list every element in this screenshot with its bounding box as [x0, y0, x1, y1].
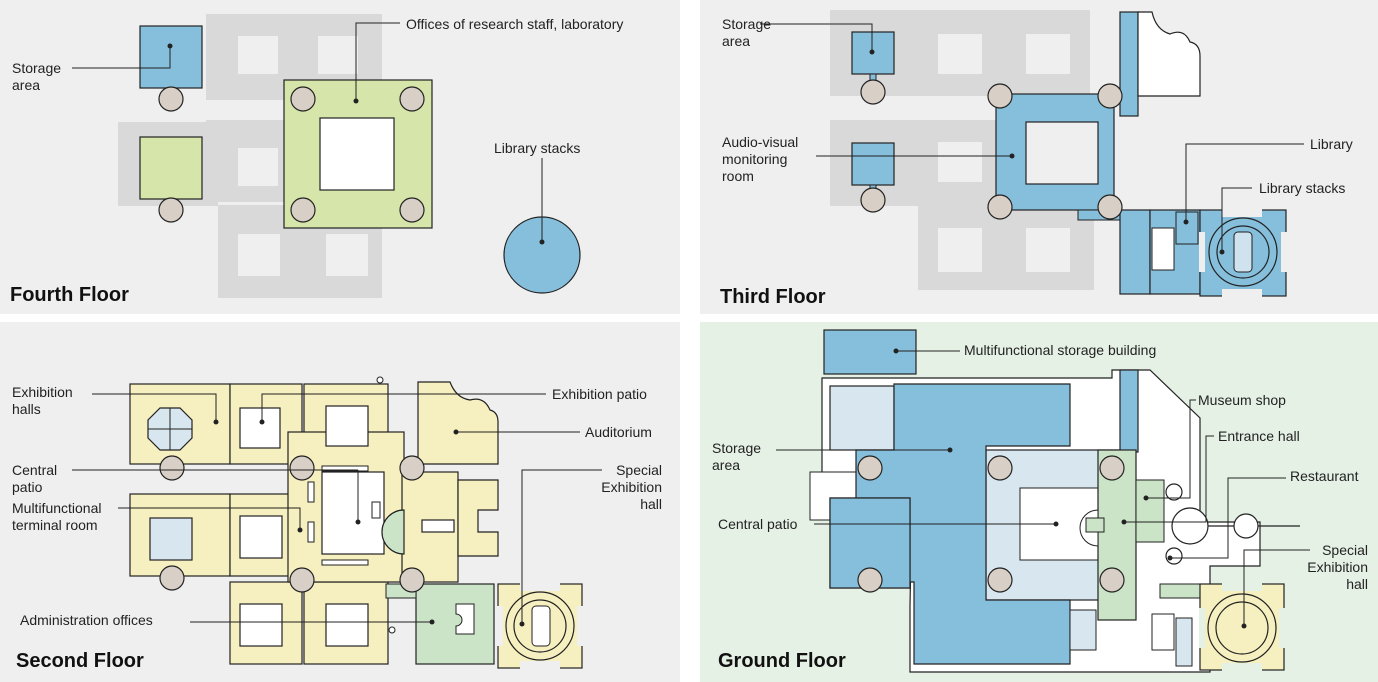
label-restaurant: Restaurant	[1290, 468, 1359, 484]
label-central-patio: Central patio	[12, 462, 58, 495]
label-special-exhibition: Special Exhibition hall	[601, 462, 662, 512]
ground-floor-panel: Multifunctional storage building Storage…	[700, 322, 1378, 682]
second-floor-panel: Exhibition halls Central patio Multifunc…	[0, 322, 680, 682]
label-auditorium: Auditorium	[585, 424, 652, 440]
label-entrance-hall: Entrance hall	[1218, 428, 1300, 444]
label-exhibition-halls: Exhibition halls	[12, 384, 73, 417]
fourth-floor-plan	[72, 14, 581, 298]
label-library-stacks: Library stacks	[1259, 180, 1346, 196]
label-exhibition-patio: Exhibition patio	[552, 386, 647, 402]
third-floor-plan	[760, 10, 1304, 297]
floor-title: Ground Floor	[718, 650, 846, 672]
third-floor-panel: Storage area Audio-visual monitoring roo…	[700, 0, 1378, 314]
floor-title: Third Floor	[720, 286, 826, 308]
label-storage-area: Storage area	[712, 440, 762, 473]
label-central-patio: Central patio	[718, 516, 798, 532]
ground-floor-plan	[776, 329, 1310, 673]
label-admin-offices: Administration offices	[20, 612, 153, 628]
label-museum-shop: Museum shop	[1198, 392, 1286, 408]
floor-title: Second Floor	[16, 650, 144, 672]
label-offices: Offices of research staff, laboratory	[406, 16, 624, 32]
label-special-exhibition: Special Exhibition hall	[1307, 542, 1368, 592]
label-library: Library	[1310, 136, 1353, 152]
fourth-floor-panel: Storage area Offices of research staff, …	[0, 0, 680, 314]
label-terminal-room: Multifunctional terminal room	[12, 500, 102, 533]
label-av-room: Audio-visual monitoring room	[722, 134, 799, 184]
floor-title: Fourth Floor	[10, 284, 129, 306]
second-floor-plan	[72, 376, 602, 669]
label-multifunctional-storage: Multifunctional storage building	[964, 342, 1157, 358]
label-library-stacks: Library stacks	[494, 140, 581, 156]
label-storage-area: Storage area	[12, 60, 62, 93]
label-storage-area: Storage area	[722, 16, 772, 49]
